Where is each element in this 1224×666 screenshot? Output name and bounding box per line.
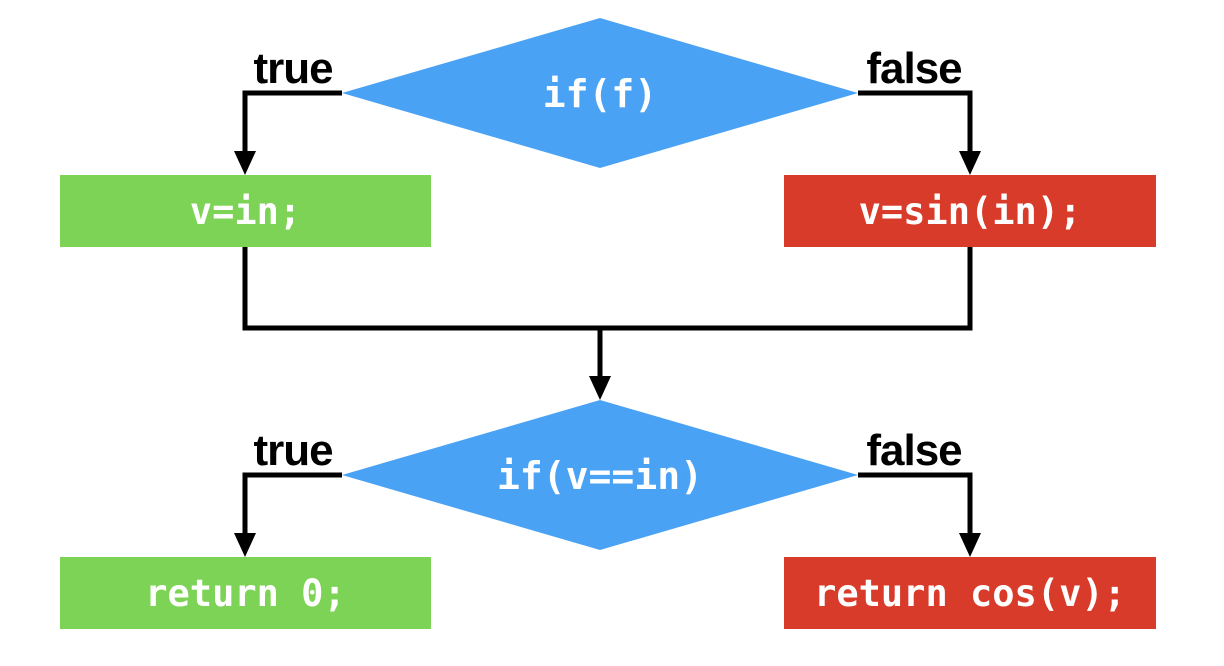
decision1-true-label: true: [253, 44, 333, 93]
connector-decision2-true: [242, 472, 342, 535]
connector-decision1-false: [858, 90, 973, 153]
connector-decision2-false: [858, 472, 973, 535]
decision1-false-label: false: [866, 44, 962, 93]
action-box-return-cos: return cos(v);: [784, 557, 1156, 629]
decision2-true-label: true: [253, 426, 333, 475]
decision2-diamond: [342, 400, 858, 550]
arrowhead-merge-down: [589, 376, 611, 400]
decision2-false-label: false: [866, 426, 962, 475]
arrowhead-decision2-false: [959, 533, 981, 557]
action-box-return-zero: return 0;: [60, 557, 431, 629]
decision1-diamond: [342, 18, 858, 168]
connector-decision1-true: [242, 90, 342, 153]
arrowhead-decision1-true: [234, 151, 256, 175]
arrowhead-decision2-true: [234, 533, 256, 557]
action-box-assign-sin: v=sin(in);: [784, 175, 1156, 247]
arrowhead-decision1-false: [959, 151, 981, 175]
action-box-assign-in: v=in;: [60, 175, 431, 247]
decision1-condition: if(f): [542, 72, 658, 116]
decision2-condition: if(v==in): [497, 454, 703, 498]
